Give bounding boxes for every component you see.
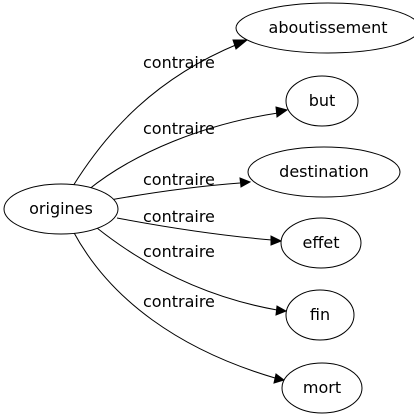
node-label: but <box>309 91 336 110</box>
node-shape <box>280 217 362 269</box>
node-aboutissement[interactable]: aboutissement <box>235 2 414 54</box>
node-shape <box>235 2 414 54</box>
edge-line <box>109 182 241 201</box>
node-label: fin <box>310 305 330 324</box>
node-label: destination <box>279 162 369 181</box>
edge-label: contraire <box>143 242 215 261</box>
arrow-head <box>275 305 288 316</box>
node-label: aboutissement <box>269 18 388 37</box>
node-label: origines <box>29 199 93 218</box>
edge-line <box>72 43 239 187</box>
edge-line <box>87 112 279 191</box>
arrow-head <box>270 235 283 246</box>
arrow-head <box>275 106 289 118</box>
edge-label: contraire <box>143 53 215 72</box>
edge-line <box>72 230 276 379</box>
edge-aboutissement: contraire <box>72 39 249 187</box>
node-shape <box>285 289 355 341</box>
edge-fin: contraire <box>96 227 288 316</box>
node-shape <box>3 183 119 235</box>
node-origines[interactable]: origines <box>3 183 119 235</box>
arrow-head <box>232 39 249 50</box>
node-destination[interactable]: destination <box>247 146 401 198</box>
arrow-head <box>273 373 286 384</box>
edge-label: contraire <box>143 292 215 311</box>
node-shape <box>281 362 363 414</box>
edge-label: contraire <box>143 170 215 189</box>
node-fin[interactable]: fin <box>285 289 355 341</box>
node-label: mort <box>303 378 341 397</box>
node-but[interactable]: but <box>285 75 359 127</box>
node-mort[interactable]: mort <box>281 362 363 414</box>
node-shape <box>247 146 401 198</box>
edge-effet: contraire <box>116 207 283 246</box>
edge-label: contraire <box>143 207 215 226</box>
edge-but: contraire <box>87 106 289 191</box>
edge-label: contraire <box>143 119 215 138</box>
edge-mort: contraire <box>72 230 286 384</box>
edge-line <box>116 217 273 241</box>
node-shape <box>285 75 359 127</box>
edge-destination: contraire <box>109 170 252 201</box>
edge-line <box>96 227 278 311</box>
arrow-head <box>239 177 252 188</box>
node-effet[interactable]: effet <box>280 217 362 269</box>
node-label: effet <box>303 233 340 252</box>
